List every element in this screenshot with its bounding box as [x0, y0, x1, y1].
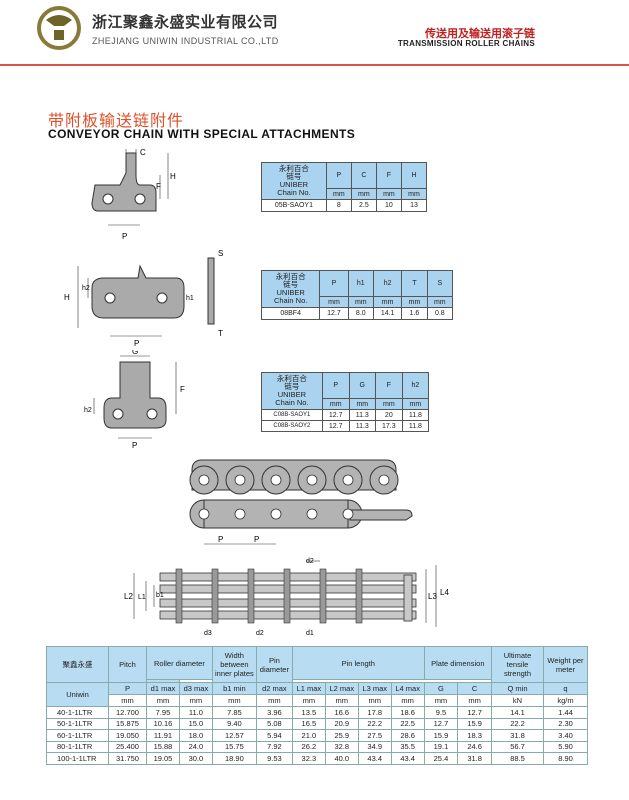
- dim-P: P: [132, 441, 137, 450]
- attachment-table-2: 永利百合 链号 UNIBER Chain No. P h1 h2 T S mm …: [260, 270, 454, 320]
- attachment-drawing-3: G F h2 P: [84, 350, 185, 450]
- dim-h2: h2: [82, 285, 90, 292]
- table-row: C08B-SAOY2 12.7 11.3 17.3 11.8: [261, 420, 430, 432]
- chain-front-view: P P: [189, 459, 413, 545]
- brand-en: Uniwin: [46, 682, 109, 707]
- dim-P-2: P: [254, 535, 259, 544]
- table-row: 08BF4 12.7 8.0 14.1 1.6 0.8: [260, 307, 454, 320]
- company-logo-icon: [37, 6, 81, 50]
- dim-G: G: [132, 350, 138, 356]
- header-divider: [0, 64, 629, 66]
- section-title-en: CONVEYOR CHAIN WITH SPECIAL ATTACHMENTS: [48, 127, 356, 141]
- attachment-table-1: 永利百合 链号 UNIBER Chain No. P C F H mm mm m…: [261, 162, 428, 212]
- dim-F: F: [180, 385, 185, 394]
- chain-spec-table: 聚鑫永盛 Pitch Roller diameter Width between…: [46, 645, 588, 765]
- category-cn: 传送用及输送用滚子链: [425, 28, 535, 40]
- dim-d3: d3: [204, 630, 212, 637]
- dim-d2: d2: [256, 630, 264, 637]
- chain-side-view: L2 L1 b1 L3 L4 d2 d3 d2 d1: [124, 558, 449, 637]
- chain-no-header: 永利百合 链号 UNIBER Chain No.: [261, 162, 327, 200]
- chain-no-header: 永利百合 链号 UNIBER Chain No.: [261, 372, 323, 410]
- dim-H: H: [170, 172, 176, 181]
- dim-d2-top: d2: [306, 558, 314, 565]
- table-row: 05B-SAOY1 8 2.5 10 13: [261, 199, 428, 212]
- company-name-cn: 浙江聚鑫永盛实业有限公司: [92, 14, 279, 31]
- dim-L1: L1: [138, 594, 146, 601]
- dim-P: P: [122, 232, 127, 241]
- dim-L4: L4: [440, 588, 449, 597]
- dim-L2: L2: [124, 592, 133, 601]
- dim-C: C: [140, 148, 146, 157]
- dim-b1: b1: [156, 592, 164, 599]
- dim-L3: L3: [428, 592, 437, 601]
- dim-P-1: P: [218, 535, 223, 544]
- dim-F: F: [156, 182, 161, 191]
- dim-h1: h1: [186, 295, 194, 302]
- company-name-en: ZHEJIANG UNIWIN INDUSTRIAL CO.,LTD: [92, 36, 279, 46]
- section-title-cn: 带附板输送链附件: [48, 113, 185, 130]
- dim-S: S: [218, 249, 223, 258]
- chain-no-header: 永利百合 链号 UNIBER Chain No.: [260, 270, 321, 308]
- dim-H: H: [64, 293, 70, 302]
- dim-P: P: [134, 339, 139, 348]
- attachment-drawing-1: C F H P: [91, 148, 176, 241]
- category-en: TRANSMISSION ROLLER CHAINS: [397, 39, 535, 48]
- table-row: C08B-SAOY1 12.7 11.3 20 11.8: [261, 409, 430, 421]
- attachment-table-3: 永利百合 链号 UNIBER Chain No. P G F h2 mm mm …: [261, 372, 430, 432]
- page-header: 浙江聚鑫永盛实业有限公司 ZHEJIANG UNIWIN INDUSTRIAL …: [0, 0, 629, 66]
- brand-cn: 聚鑫永盛: [46, 646, 109, 683]
- attachment-drawing-2: S H h2 h1 P T: [64, 249, 223, 348]
- dim-d1: d1: [306, 630, 314, 637]
- dim-h2: h2: [84, 407, 92, 414]
- dim-T: T: [218, 329, 223, 338]
